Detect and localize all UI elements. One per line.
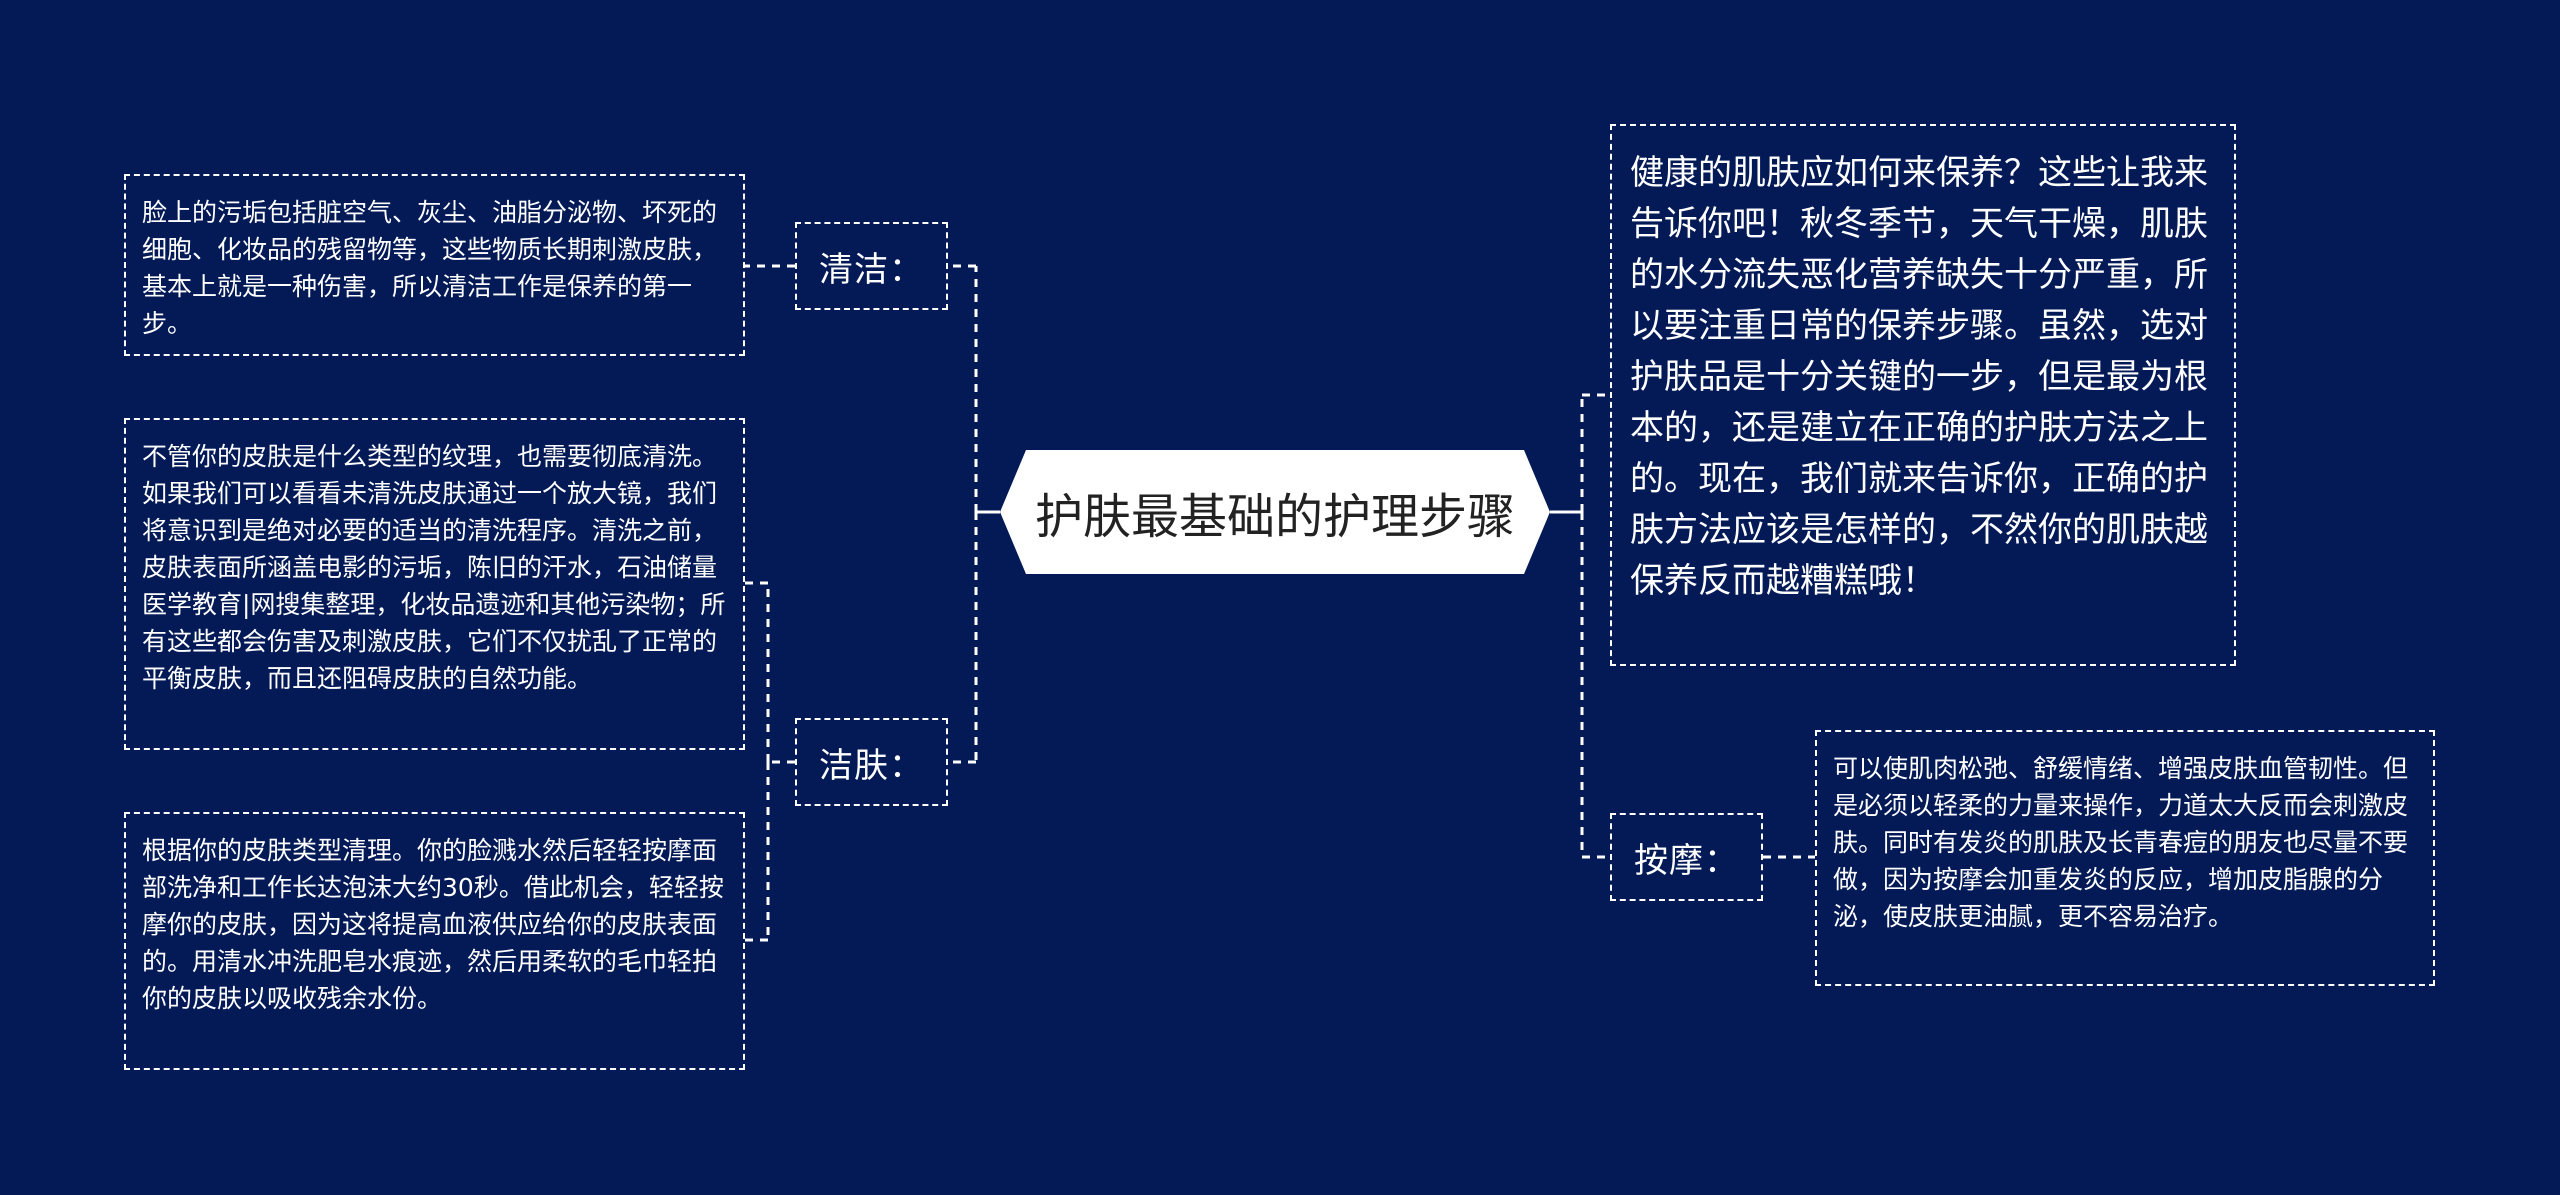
cleansing-label[interactable]: 洁肤： — [795, 718, 948, 806]
cleansing-note-1: 不管你的皮肤是什么类型的纹理，也需要彻底清洗。如果我们可以看看未清洗皮肤通过一个… — [124, 418, 745, 750]
cleaning-note: 脸上的污垢包括脏空气、灰尘、油脂分泌物、坏死的细胞、化妆品的残留物等，这些物质长… — [124, 174, 745, 356]
right-intro-note: 健康的肌肤应如何来保养？这些让我来告诉你吧！秋冬季节，天气干燥，肌肤的水分流失恶… — [1610, 124, 2236, 666]
center-node-shape — [1000, 450, 1550, 574]
center-node-title[interactable]: 护肤最基础的护理步骤 — [1034, 489, 1515, 545]
cleaning-label[interactable]: 清洁： — [795, 222, 948, 310]
massage-label[interactable]: 按摩： — [1610, 813, 1763, 901]
cleansing-note-2: 根据你的皮肤类型清理。你的脸溅水然后轻轻按摩面部洗净和工作长达泡沫大约30秒。借… — [124, 812, 745, 1070]
massage-note: 可以使肌肉松弛、舒缓情绪、增强皮肤血管韧性。但是必须以轻柔的力量来操作，力道太大… — [1815, 730, 2435, 986]
